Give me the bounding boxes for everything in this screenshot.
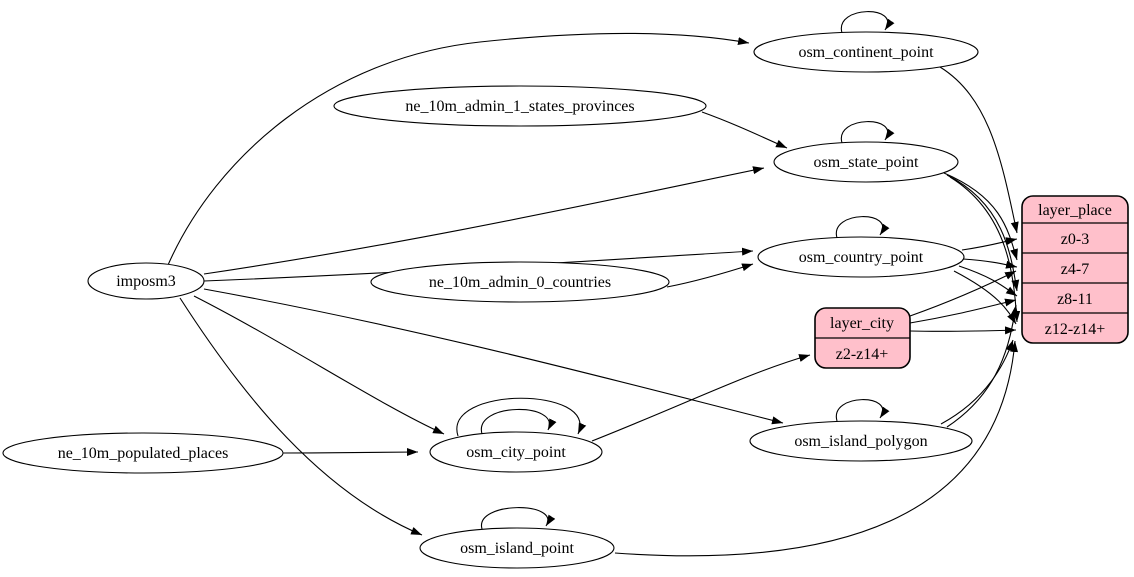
island-point-label: osm_island_point: [460, 540, 574, 557]
edge-island-polygon-z8-11: [946, 304, 1019, 428]
edge-layercity-z8-11: [909, 298, 1017, 324]
continent-ellipse: [753, 31, 979, 73]
state-ellipse: [773, 141, 959, 183]
selfloop-island-polygon: [835, 399, 890, 422]
node-osm-country-point: osm_country_point: [757, 236, 965, 278]
node-osm-city-point: osm_city_point: [429, 431, 603, 473]
edge-imposm3-city: [193, 295, 445, 435]
edge-country-z8-11: [958, 265, 1018, 297]
layer-place-title: layer_place: [1038, 202, 1112, 219]
selfloop-state: [840, 121, 895, 144]
ne-populated-label: ne_10m_populated_places: [58, 445, 229, 462]
ne-admin0-ellipse: [370, 261, 670, 303]
continent-label: osm_continent_point: [798, 44, 934, 61]
ne-populated-ellipse: [2, 432, 284, 474]
edge-island-polygon-z12-z14: [940, 339, 1014, 425]
imposm3-label: imposm3: [116, 273, 176, 290]
edge-country-z0-3: [961, 237, 1018, 251]
layer-place-row-z4-7: z4-7: [1061, 261, 1089, 278]
city-label: osm_city_point: [466, 444, 566, 461]
layer-place-row-z8-11: z8-11: [1057, 291, 1093, 308]
city-ellipse: [429, 431, 603, 473]
selfloop-island-point: [481, 507, 556, 530]
imposm3-ellipse: [87, 262, 205, 300]
edge-ne-admin1-state: [701, 111, 788, 149]
record-layer-place: layer_place z0-3 z4-7 z8-11 z12-z14+: [1021, 195, 1129, 344]
edge-state-z8-11: [946, 174, 1020, 292]
ne-admin0-label: ne_10m_admin_0_countries: [429, 274, 611, 291]
record-layer-city: layer_city z2-z14+: [814, 307, 911, 369]
node-ne-10m-populated-places: ne_10m_populated_places: [2, 432, 284, 474]
selfloop-continent: [840, 11, 895, 34]
island-point-ellipse: [419, 527, 615, 569]
edge-island-point-z12-z14: [614, 340, 1019, 557]
node-osm-continent-point: osm_continent_point: [753, 31, 979, 73]
node-ne-10m-admin-1-states-provinces: ne_10m_admin_1_states_provinces: [333, 85, 707, 127]
edge-layercity-z12-z14: [909, 326, 1017, 335]
node-imposm3: imposm3: [87, 262, 205, 300]
edge-imposm3-continent: [167, 32, 750, 266]
country-label: osm_country_point: [799, 249, 924, 266]
ne-admin1-ellipse: [333, 85, 707, 127]
edge-imposm3-island-polygon: [203, 288, 784, 425]
edge-layer: [167, 11, 1021, 557]
selfloop-country: [835, 216, 890, 239]
edge-layercity-z4-7: [909, 270, 1017, 317]
edge-ne-admin0-country: [666, 263, 754, 288]
selfloop-city-inner: [481, 408, 557, 435]
state-label: osm_state_point: [814, 154, 919, 171]
edge-continent-z0-3: [939, 66, 1019, 234]
edge-state-z12-z14: [949, 176, 1021, 323]
country-ellipse: [757, 236, 965, 278]
edge-ne-populated-city: [282, 448, 419, 457]
ne-admin1-label: ne_10m_admin_1_states_provinces: [405, 98, 634, 115]
node-ne-10m-admin-0-countries: ne_10m_admin_0_countries: [370, 261, 670, 303]
island-polygon-ellipse: [749, 420, 973, 462]
layer-city-title: layer_city: [830, 315, 894, 332]
edge-imposm3-island-point: [179, 297, 423, 536]
node-layer: imposm3 ne_10m_admin_1_states_provinces …: [2, 31, 1129, 569]
edge-state-z4-7: [943, 172, 1018, 261]
node-osm-island-polygon: osm_island_polygon: [749, 420, 973, 462]
island-polygon-label: osm_island_polygon: [794, 433, 927, 450]
edge-country-z4-7: [962, 258, 1018, 269]
edge-country-z12-z14: [953, 270, 1017, 325]
node-osm-island-point: osm_island_point: [419, 527, 615, 569]
edge-imposm3-state: [203, 166, 765, 275]
layer-city-row-z2-z14: z2-z14+: [836, 346, 889, 363]
node-osm-state-point: osm_state_point: [773, 141, 959, 183]
layer-place-row-z12-z14: z12-z14+: [1045, 321, 1106, 338]
layer-place-box: [1021, 195, 1129, 344]
layer-place-row-z0-3: z0-3: [1061, 231, 1089, 248]
edge-city-layercity: [591, 354, 811, 442]
selfloop-city-outer: [456, 397, 587, 437]
